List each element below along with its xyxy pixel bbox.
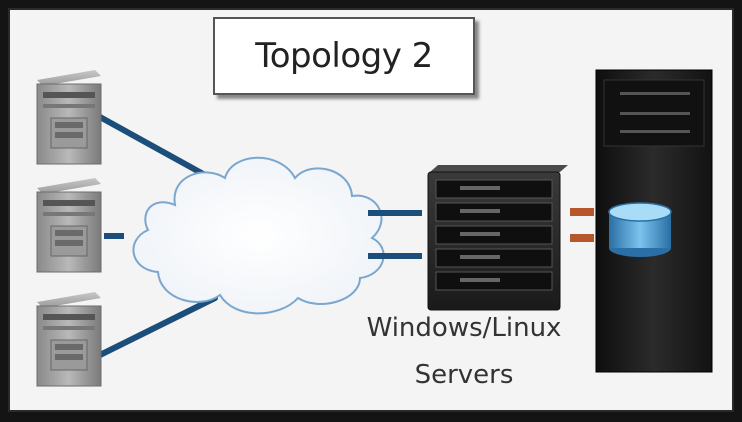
diagram-title: Topology 2: [255, 36, 433, 76]
link-client-3: [97, 295, 218, 358]
storage-array-icon: [595, 69, 713, 373]
server-label-line1: Windows/Linux: [366, 313, 562, 343]
server-label-line2: Servers: [414, 360, 514, 390]
cloud-server-links: [368, 210, 422, 259]
client-links: [97, 114, 218, 358]
storage-links: [570, 208, 594, 242]
client-tower-2: [36, 178, 102, 273]
client-tower-3: [36, 292, 102, 387]
network-cloud-icon: [132, 156, 385, 315]
link-client-1: [97, 114, 208, 178]
client-tower-1: [36, 70, 102, 165]
link-server-storage-2: [570, 234, 594, 242]
link-server-storage-1: [570, 208, 594, 216]
title-box: Topology 2: [213, 17, 475, 95]
blade-server-icon: [427, 165, 568, 311]
